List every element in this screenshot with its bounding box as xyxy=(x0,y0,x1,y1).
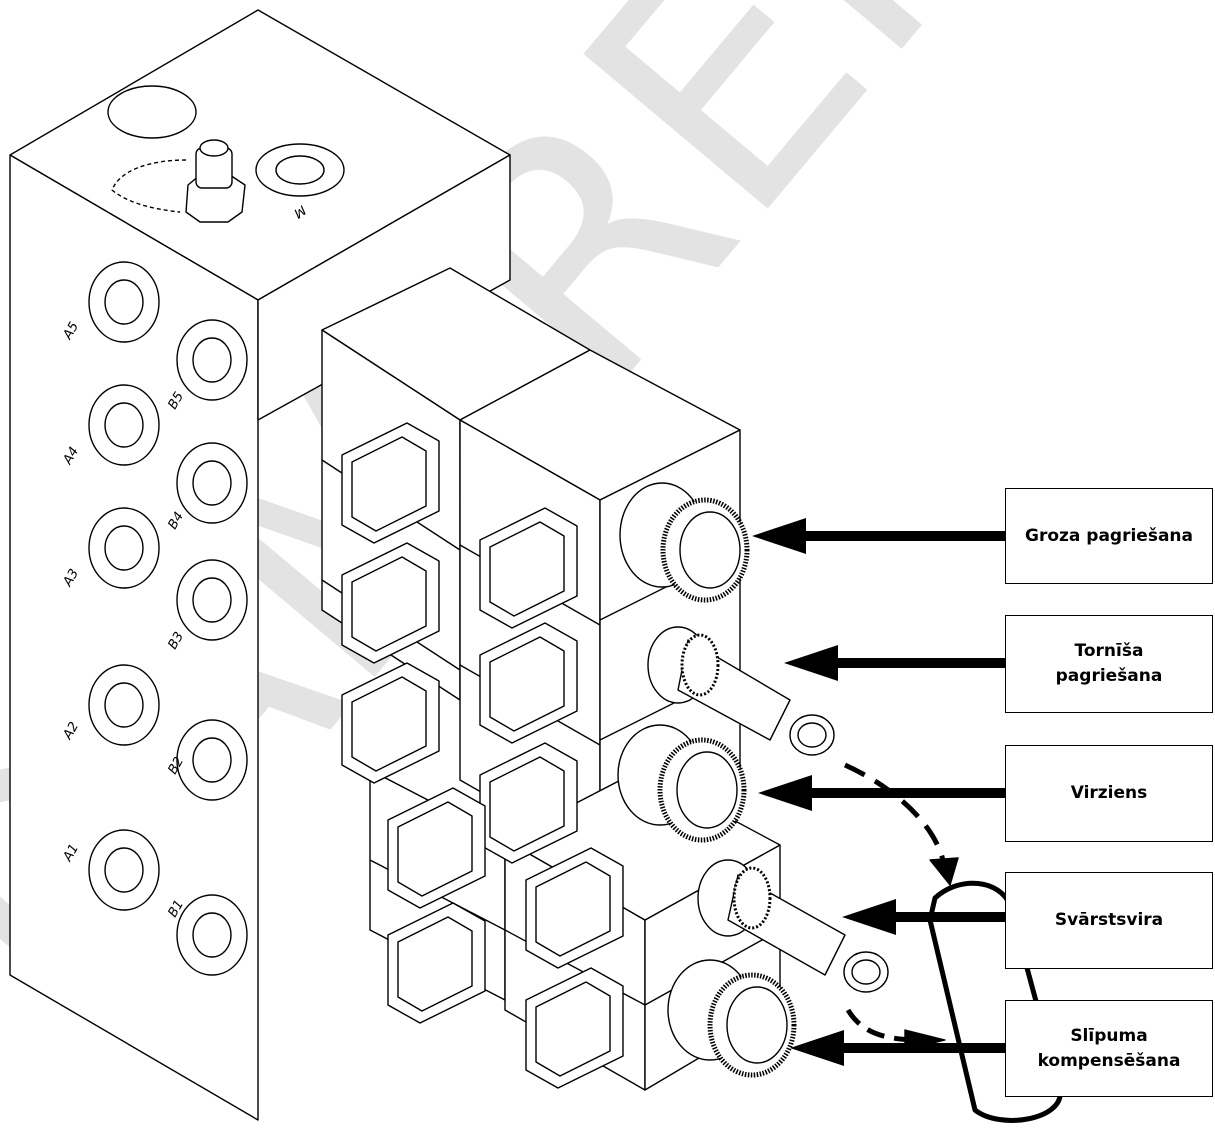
arrow-head-3 xyxy=(758,775,812,811)
arrow-head-2 xyxy=(784,645,838,681)
callout-turret-rotation: Tornīša pagriešana xyxy=(1005,615,1213,713)
knob-slope-compensation xyxy=(667,959,797,1078)
arrow-head-1 xyxy=(752,518,806,554)
port-label-b2: B2 xyxy=(165,755,187,777)
port-label-b5: B5 xyxy=(165,390,187,412)
motion-arrow-upper xyxy=(843,762,948,871)
callout-arrows xyxy=(752,518,1005,1066)
callout-turret-rotation-line1: Tornīša xyxy=(1074,641,1144,662)
callout-bucket-rotation-line1: Groza pagriešana xyxy=(1024,525,1194,546)
arrow-head-5 xyxy=(790,1030,844,1066)
port-label-b1: B1 xyxy=(165,898,187,920)
callout-slope-compensation-line1: Slīpuma xyxy=(1070,1025,1148,1046)
knob-bucket-rotation xyxy=(619,482,750,603)
arrow-shaft-4 xyxy=(890,912,1005,922)
port-label-b4: B4 xyxy=(165,510,187,532)
arrow-head-4 xyxy=(842,899,896,935)
port-label-b3: B3 xyxy=(165,630,187,652)
callout-direction: Virziens xyxy=(1005,745,1213,842)
a-ports xyxy=(88,261,160,911)
knob-direction xyxy=(617,724,747,843)
arrow-shaft-3 xyxy=(806,788,1005,798)
test-coupling-icon xyxy=(111,139,246,223)
callout-turret-rotation-line2: pagriešana xyxy=(1055,666,1163,686)
motion-arrow-upper-head xyxy=(929,857,959,886)
arrow-shaft-1 xyxy=(800,531,1005,541)
callout-slope-compensation: Slīpuma kompensēšana xyxy=(1005,1000,1213,1097)
connector-sockets xyxy=(341,422,624,1089)
arrow-shaft-5 xyxy=(838,1043,1005,1053)
arrow-shaft-2 xyxy=(832,658,1005,668)
callout-slope-compensation-line2: kompensēšana xyxy=(1037,1050,1181,1071)
lever-swing-arm xyxy=(697,859,889,993)
lever-turret-rotation xyxy=(647,626,835,756)
callout-swing-arm: Svārstsvira xyxy=(1005,872,1213,969)
m-port-inner xyxy=(275,155,325,185)
top-port-hole xyxy=(107,85,197,139)
b-ports xyxy=(176,319,248,976)
callout-bucket-rotation: Groza pagriešana xyxy=(1005,488,1213,584)
callout-direction-line1: Virziens xyxy=(1070,783,1148,804)
callout-swing-arm-line1: Svārstsvira xyxy=(1054,910,1164,931)
